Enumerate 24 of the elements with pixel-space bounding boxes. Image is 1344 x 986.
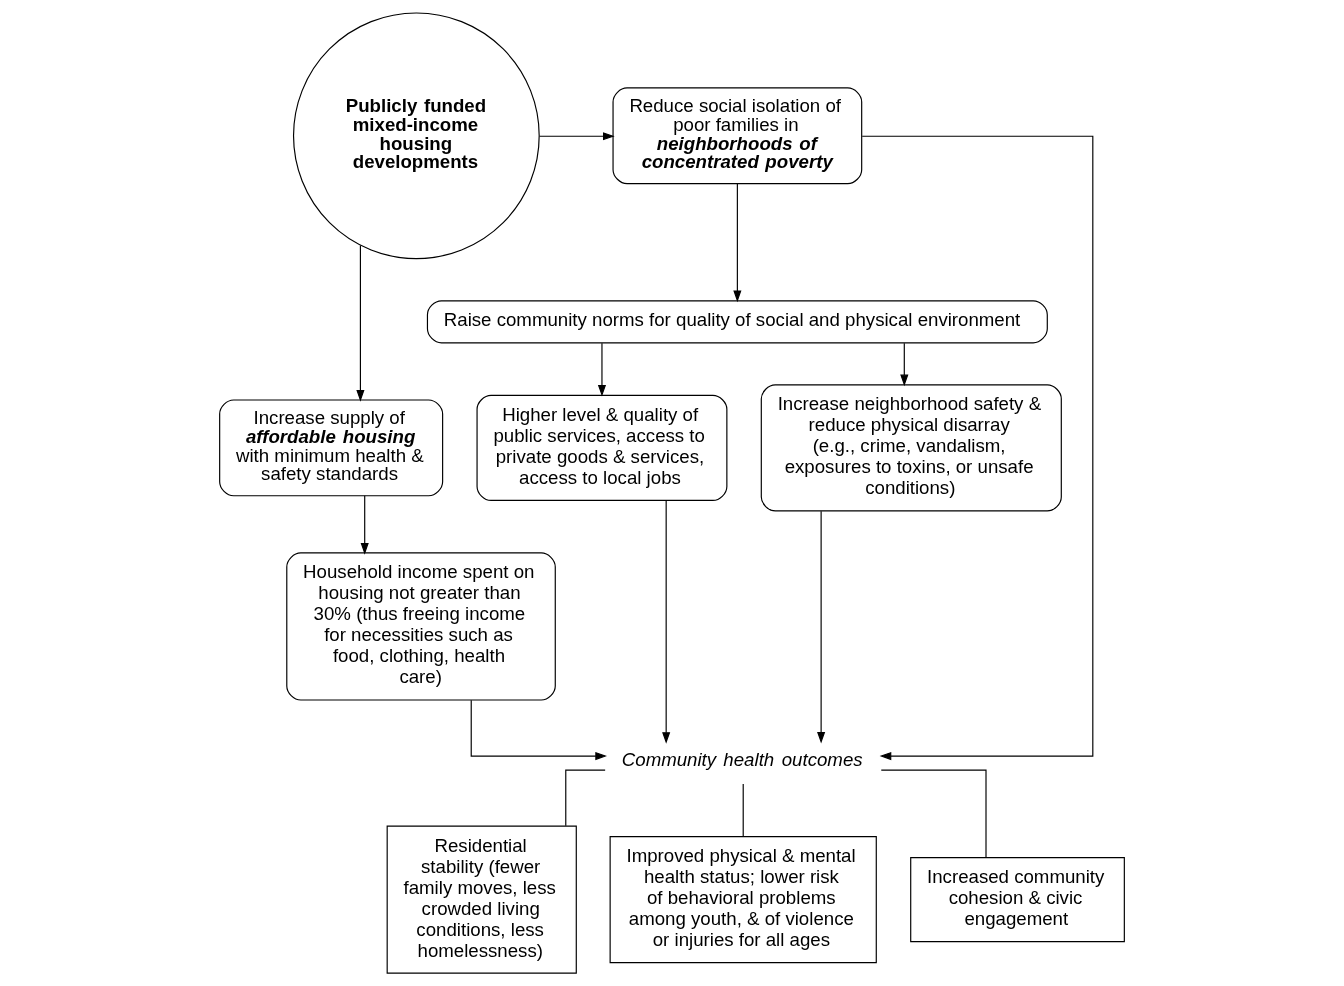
arrow [356, 244, 365, 402]
node-box: Household income spent on housing not greater than 30% (thus freeing income for necessities such as food, clothing, health care) [286, 552, 556, 701]
connector [742, 783, 744, 838]
arrow [733, 183, 742, 303]
node-box: Increased community cohesion & civic engagement [910, 857, 1125, 943]
node-box: Reduce social isolation of poor families in neighborhoods of concentrated poverty [612, 87, 863, 185]
arrow [861, 135, 1094, 761]
connector [880, 769, 987, 859]
node-box: Higher level & quality of public services, access to private goods & services, access to local jobs [476, 394, 728, 501]
node-box: Increase neighborhood safety & reduce physical disarray (e.g., crime, vandalism, exposures to toxins, or unsafe conditions) [760, 384, 1062, 512]
node-box: Increase supply of affordable housing with minimum health & safety standards [219, 399, 444, 497]
arrow [900, 342, 909, 387]
node-circle: Publicly funded mixed-income housing developments [292, 12, 540, 260]
node-box: Residential stability (fewer family moves, less crowded living conditions, less homelessness) [386, 825, 577, 974]
arrow [360, 495, 369, 555]
arrow [470, 699, 607, 761]
connector [565, 769, 606, 827]
arrow [597, 342, 607, 397]
node-box: Improved physical & mental health status; lower risk of behavioral problems among youth, & of violence or injuries for all ages [609, 836, 877, 964]
arrow [538, 132, 615, 141]
node-text: Community health outcomes [621, 749, 863, 771]
arrow [817, 510, 826, 744]
node-box: Raise community norms for quality of social and physical environment [426, 300, 1048, 344]
arrow [662, 500, 671, 744]
